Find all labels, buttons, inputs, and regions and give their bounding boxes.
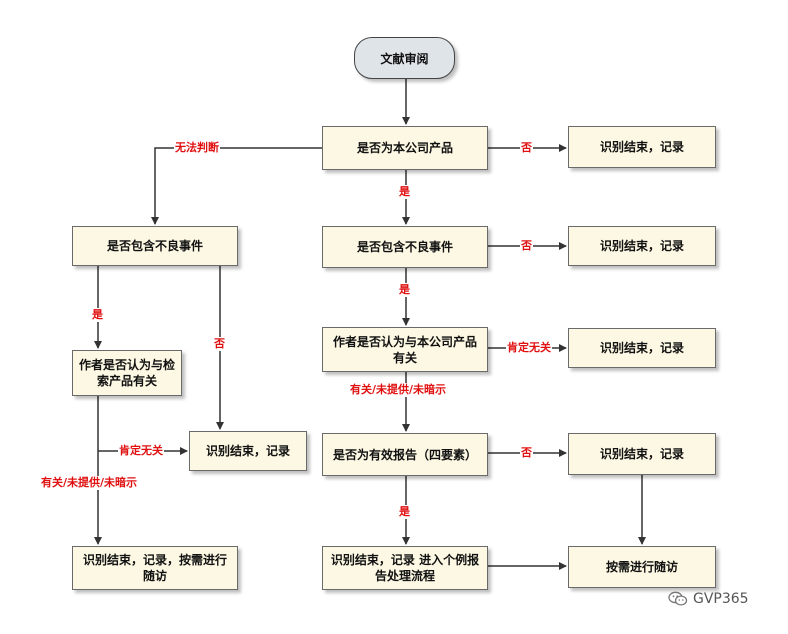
watermark-text: GVP365 xyxy=(693,591,749,607)
start-node: 文献审阅 xyxy=(354,37,455,79)
decision-author-left: 作者是否认为与检索产品有关 xyxy=(72,350,182,396)
label-unrelated-author-right: 肯定无关 xyxy=(506,341,552,355)
end-node-top: 识别结束，记录 xyxy=(568,126,716,168)
arrow-company-cannot-judge xyxy=(151,147,322,225)
wechat-icon xyxy=(668,591,688,606)
decision-adverse-event-left: 是否包含不良事件 xyxy=(72,226,238,266)
label-unrelated-author-left: 肯定无关 xyxy=(118,444,164,458)
end-node-left-mid: 识别结束，记录 xyxy=(189,431,307,471)
decision-author-right: 作者是否认为与本公司产品有关 xyxy=(322,327,488,372)
label-yes-adverse-left: 是 xyxy=(91,308,104,322)
end-node-adverse-right: 识别结束，记录 xyxy=(568,226,716,266)
decision-adverse-event-right: 是否包含不良事件 xyxy=(322,226,488,268)
label-yes-company: 是 xyxy=(398,185,411,199)
label-yes-adverse-right: 是 xyxy=(398,283,411,297)
end-node-valid: 识别结束，记录 xyxy=(568,433,716,475)
end-node-left-bottom: 识别结束，记录，按需进行随访 xyxy=(72,546,238,590)
end-node-case-report: 识别结束，记录 进入个例报告处理流程 xyxy=(322,546,488,590)
decision-valid-report: 是否为有效报告（四要素） xyxy=(322,433,488,476)
label-yes-valid: 是 xyxy=(398,505,411,519)
label-no-company: 否 xyxy=(520,141,533,155)
label-no-adverse-right: 否 xyxy=(520,239,533,253)
followup-node: 按需进行随访 xyxy=(568,546,716,588)
label-related-author-right: 有关/未提供/未暗示 xyxy=(349,383,448,397)
label-cannot-judge: 无法判断 xyxy=(174,141,220,155)
watermark: GVP365 xyxy=(668,591,749,607)
label-no-adverse-left: 否 xyxy=(213,337,226,351)
label-related-author-left: 有关/未提供/未暗示 xyxy=(40,476,139,490)
label-no-valid: 否 xyxy=(520,446,533,460)
decision-company-product: 是否为本公司产品 xyxy=(322,126,488,170)
end-node-author-right: 识别结束，记录 xyxy=(568,328,716,368)
